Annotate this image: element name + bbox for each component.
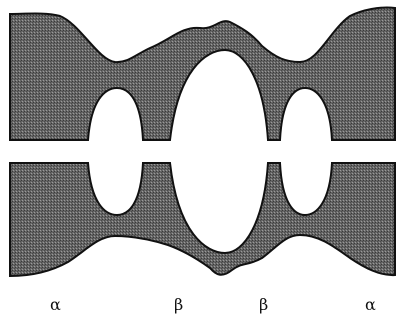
lower-block [9, 162, 396, 278]
label-beta-left: β [174, 295, 184, 314]
label-alpha-right: α [365, 295, 376, 314]
upper-block [9, 6, 396, 141]
label-beta-right: β [259, 295, 269, 314]
label-alpha-left: α [50, 295, 61, 314]
